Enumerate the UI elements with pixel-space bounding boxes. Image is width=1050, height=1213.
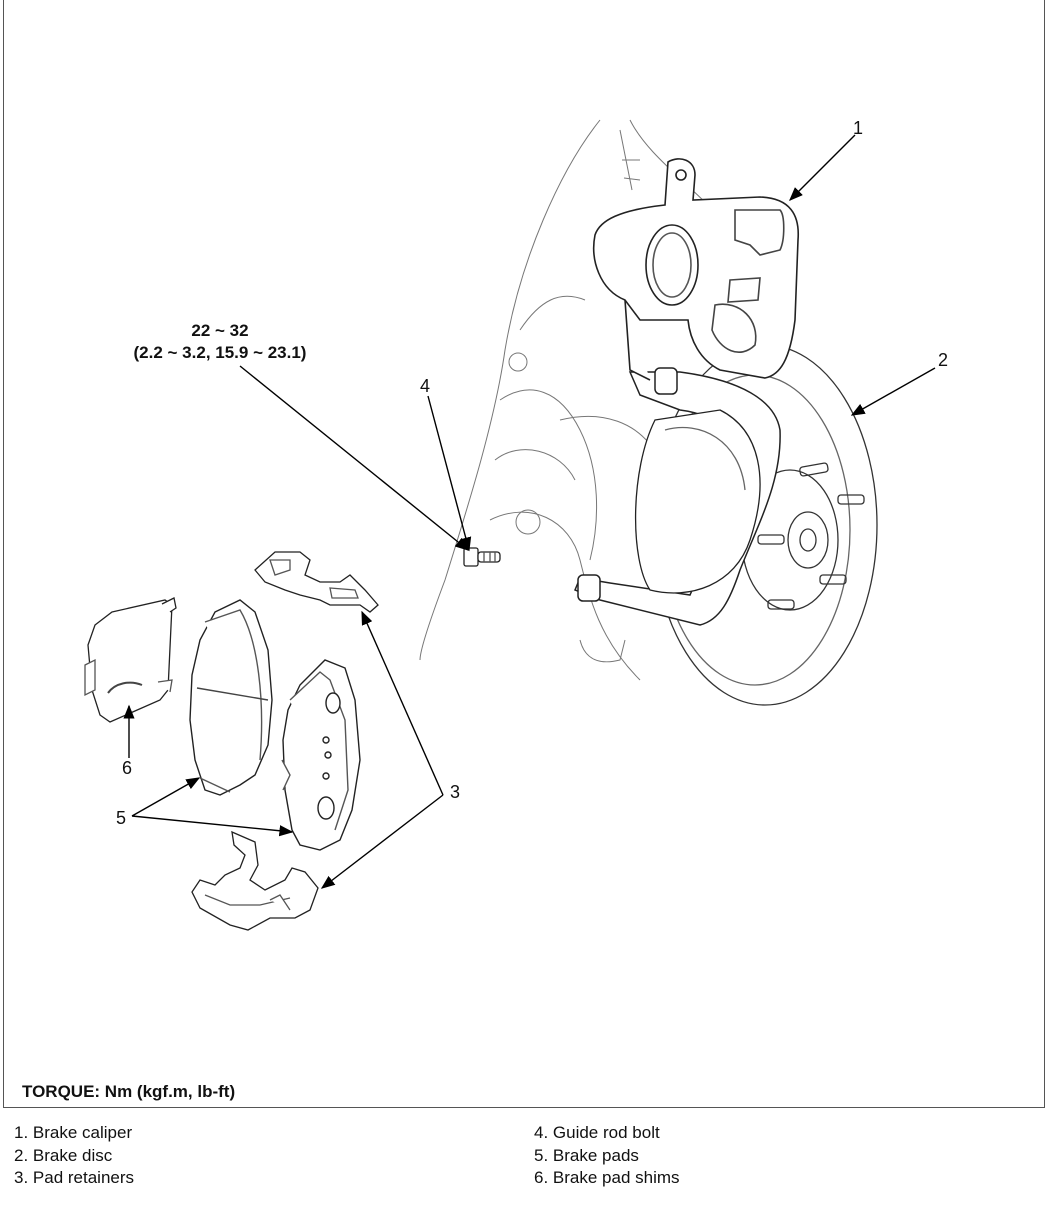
leader-3b [320, 794, 444, 889]
diagram-frame [3, 0, 1045, 1108]
callout-1: 1 [853, 118, 864, 138]
legend-item: 3. Pad retainers [14, 1168, 135, 1187]
brake-pad-front [189, 599, 273, 796]
torque-spec: 22 ~ 32 (2.2 ~ 3.2, 15.9 ~ 23.1) [110, 320, 330, 364]
leader-4 [427, 395, 472, 552]
callout-5: 5 [116, 808, 127, 828]
legend-item: 6. Brake pad shims [534, 1168, 680, 1187]
leader-3a [361, 610, 444, 796]
brake-pad-rear [281, 659, 361, 851]
callout-6: 6 [122, 758, 133, 778]
brake-pad-shim [84, 597, 177, 723]
guide-rod-bolt [463, 547, 501, 567]
legend-left-column: 1. Brake caliper 2. Brake disc 3. Pad re… [14, 1122, 134, 1190]
brake-caliper [593, 158, 800, 381]
legend-item: 4. Guide rod bolt [534, 1123, 660, 1142]
leader-5a [131, 777, 201, 817]
leader-2 [850, 367, 936, 416]
brake-assembly-illustration [84, 119, 936, 931]
callout-leaders [123, 134, 936, 889]
leader-torque [239, 365, 470, 551]
leader-1 [789, 134, 856, 201]
torque-conversions: (2.2 ~ 3.2, 15.9 ~ 23.1) [133, 343, 307, 362]
callout-3: 3 [450, 782, 461, 802]
torque-range: 22 ~ 32 [191, 321, 249, 340]
legend-item: 5. Brake pads [534, 1145, 639, 1165]
pad-retainer-upper [254, 551, 379, 613]
pad-retainer-lower [191, 830, 319, 931]
callout-2: 2 [938, 350, 949, 370]
callout-4: 4 [420, 376, 431, 396]
legend-item: 2. Brake disc [14, 1145, 113, 1165]
legend-right-column: 4. Guide rod bolt 5. Brake pads 6. Brake… [534, 1122, 680, 1190]
steering-knuckle [419, 119, 741, 681]
legend-item: 1. Brake caliper [14, 1123, 133, 1142]
mounted-pad [634, 409, 761, 594]
torque-unit-note: TORQUE: Nm (kgf.m, lb-ft) [22, 1082, 236, 1101]
leader-5b [131, 815, 294, 837]
